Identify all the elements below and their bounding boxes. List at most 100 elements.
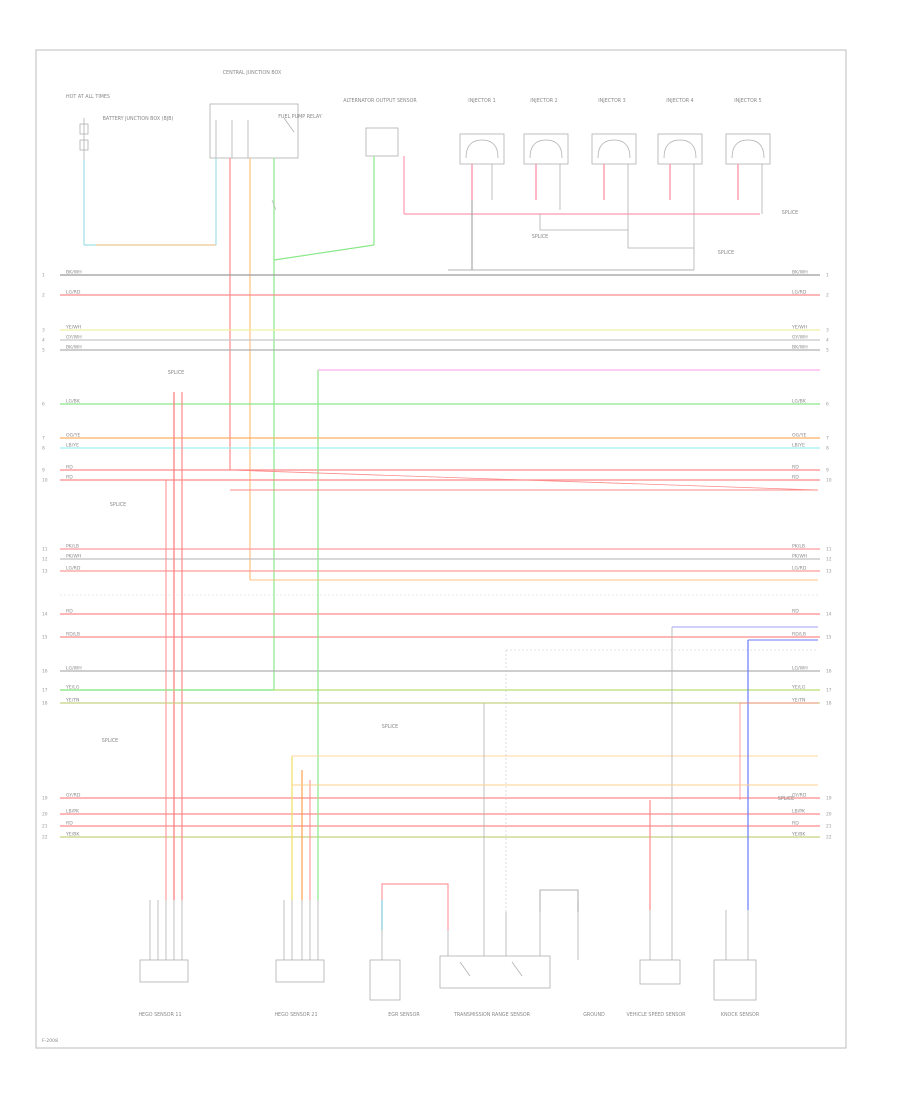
bus-label-right: RD/LB xyxy=(792,632,806,638)
bus-label-left: OG/YE xyxy=(66,433,81,439)
bus-label-right: BK/WH xyxy=(792,270,808,276)
bus-label-right: BK/WH xyxy=(792,345,808,351)
bus-label-right: YE/LG xyxy=(791,685,806,691)
component-label-inj2: INJECTOR 2 xyxy=(530,98,557,104)
component-label-hot_at_all_times: HOT AT ALL TIMES xyxy=(66,94,110,100)
component-label-right_splice2: SPLICE xyxy=(718,250,734,256)
component-label-splice_r_low: SPLICE xyxy=(778,796,794,802)
bus-number-right: 20 xyxy=(826,812,832,818)
component-label-inj4: INJECTOR 4 xyxy=(666,98,693,104)
bus-number-right: 16 xyxy=(826,669,832,675)
bus-number-left: 15 xyxy=(42,635,48,641)
bottom-label-knock: KNOCK SENSOR xyxy=(721,1012,760,1018)
bus-number-right: 19 xyxy=(826,796,832,802)
bus-number-right: 18 xyxy=(826,701,832,707)
bus-number-left: 7 xyxy=(42,436,45,442)
bus-label-left: LB/YE xyxy=(66,443,79,449)
bus-label-left: RD xyxy=(66,821,73,827)
bus-number-right: 3 xyxy=(826,328,829,334)
component-label-left_splice2: SPLICE xyxy=(102,738,118,744)
bus-label-right: LB/YE xyxy=(792,443,805,449)
bus-number-left: 10 xyxy=(42,478,48,484)
bus-number-right: 6 xyxy=(826,402,829,408)
bus-number-left: 19 xyxy=(42,796,48,802)
bus-label-left: PK/WH xyxy=(66,554,81,560)
bus-number-right: 22 xyxy=(826,835,832,841)
component-label-splice_mid: SPLICE xyxy=(382,724,398,730)
component-label-cjb_top: CENTRAL JUNCTION BOX xyxy=(223,70,282,76)
bus-number-left: 4 xyxy=(42,338,45,344)
bus-number-right: 10 xyxy=(826,478,832,484)
bus-number-right: 12 xyxy=(826,557,832,563)
diagram-code: F-2008 xyxy=(42,1038,58,1044)
bus-label-right: RD xyxy=(792,465,799,471)
bus-label-right: PK/WH xyxy=(792,554,807,560)
bus-label-left: GY/WH xyxy=(66,335,82,341)
bus-label-right: LG/BK xyxy=(792,399,807,405)
bus-number-right: 13 xyxy=(826,569,832,575)
bottom-label-trans_range: TRANSMISSION RANGE SENSOR xyxy=(453,1012,531,1018)
bus-label-left: RD xyxy=(66,609,73,615)
bus-label-right: GY/RD xyxy=(792,793,807,799)
bottom-label-hego_lr: HEGO SENSOR 21 xyxy=(274,1012,317,1018)
bus-number-right: 8 xyxy=(826,446,829,452)
component-label-splice_right: SPLICE xyxy=(782,210,798,216)
bus-number-left: 17 xyxy=(42,688,48,694)
bus-number-right: 11 xyxy=(826,547,832,553)
bottom-label-hego_rr: HEGO SENSOR 11 xyxy=(138,1012,181,1018)
bus-label-left: YE/LG xyxy=(65,685,80,691)
bus-label-left: RD xyxy=(66,465,73,471)
bottom-component-labels: HEGO SENSOR 11 HEGO SENSOR 21 EGR SENSOR TR… xyxy=(138,1012,759,1018)
bus-label-right: LG/RD xyxy=(792,290,807,296)
bus-number-left: 5 xyxy=(42,348,45,354)
bus-label-left: BK/WH xyxy=(66,345,82,351)
component-label-pcm_mid: SPLICE xyxy=(168,370,184,376)
component-label-inj3: INJECTOR 3 xyxy=(598,98,625,104)
bus-label-left: YE/WH xyxy=(65,325,81,331)
bus-number-right: 4 xyxy=(826,338,829,344)
bottom-label-egr_sensor: EGR SENSOR xyxy=(388,1012,420,1018)
bus-number-right: 14 xyxy=(826,612,832,618)
bus-label-left: BK/WH xyxy=(66,270,82,276)
bottom-connectors xyxy=(139,883,757,1001)
bus-label-left: PK/LB xyxy=(66,544,79,550)
component-label-left_splice: SPLICE xyxy=(110,502,126,508)
bus-number-right: 17 xyxy=(826,688,832,694)
bus-label-right: LB/PK xyxy=(792,809,806,815)
bus-label-right: YE/BK xyxy=(791,832,806,838)
bus-label-right: RD xyxy=(792,475,799,481)
bus-number-left: 1 xyxy=(42,273,45,279)
bus-label-left: LG/RD xyxy=(66,290,81,296)
bottom-label-gnd: GROUND xyxy=(583,1012,605,1018)
bus-number-right: 5 xyxy=(826,348,829,354)
bus-label-left: YE/BK xyxy=(65,832,80,838)
bus-label-right: YE/WH xyxy=(791,325,807,331)
component-label-inj5: INJECTOR 5 xyxy=(734,98,761,104)
bus-number-left: 20 xyxy=(42,812,48,818)
bus-number-left: 3 xyxy=(42,328,45,334)
bus-number-left: 8 xyxy=(42,446,45,452)
bus-number-left: 6 xyxy=(42,402,45,408)
bus-number-right: 15 xyxy=(826,635,832,641)
bus-number-right: 21 xyxy=(826,824,832,830)
bus-number-left: 12 xyxy=(42,557,48,563)
component-label-center_splice: SPLICE xyxy=(532,234,548,240)
bus-label-right: LG/WH xyxy=(792,666,808,672)
bus-label-right: YE/TN xyxy=(791,698,806,704)
vertical-feeders xyxy=(60,369,820,912)
bus-label-left: LG/BK xyxy=(66,399,81,405)
bus-label-right: GY/WH xyxy=(792,335,808,341)
bus-number-right: 9 xyxy=(826,468,829,474)
bus-number-left: 16 xyxy=(42,669,48,675)
bus-number-right: 1 xyxy=(826,273,829,279)
bus-label-left: LB/PK xyxy=(66,809,80,815)
bus-label-left: YE/TN xyxy=(65,698,80,704)
bus-number-left: 22 xyxy=(42,835,48,841)
bus-label-right: RD xyxy=(792,609,799,615)
bus-number-left: 2 xyxy=(42,293,45,299)
bus-number-left: 18 xyxy=(42,701,48,707)
top-components xyxy=(79,103,771,690)
